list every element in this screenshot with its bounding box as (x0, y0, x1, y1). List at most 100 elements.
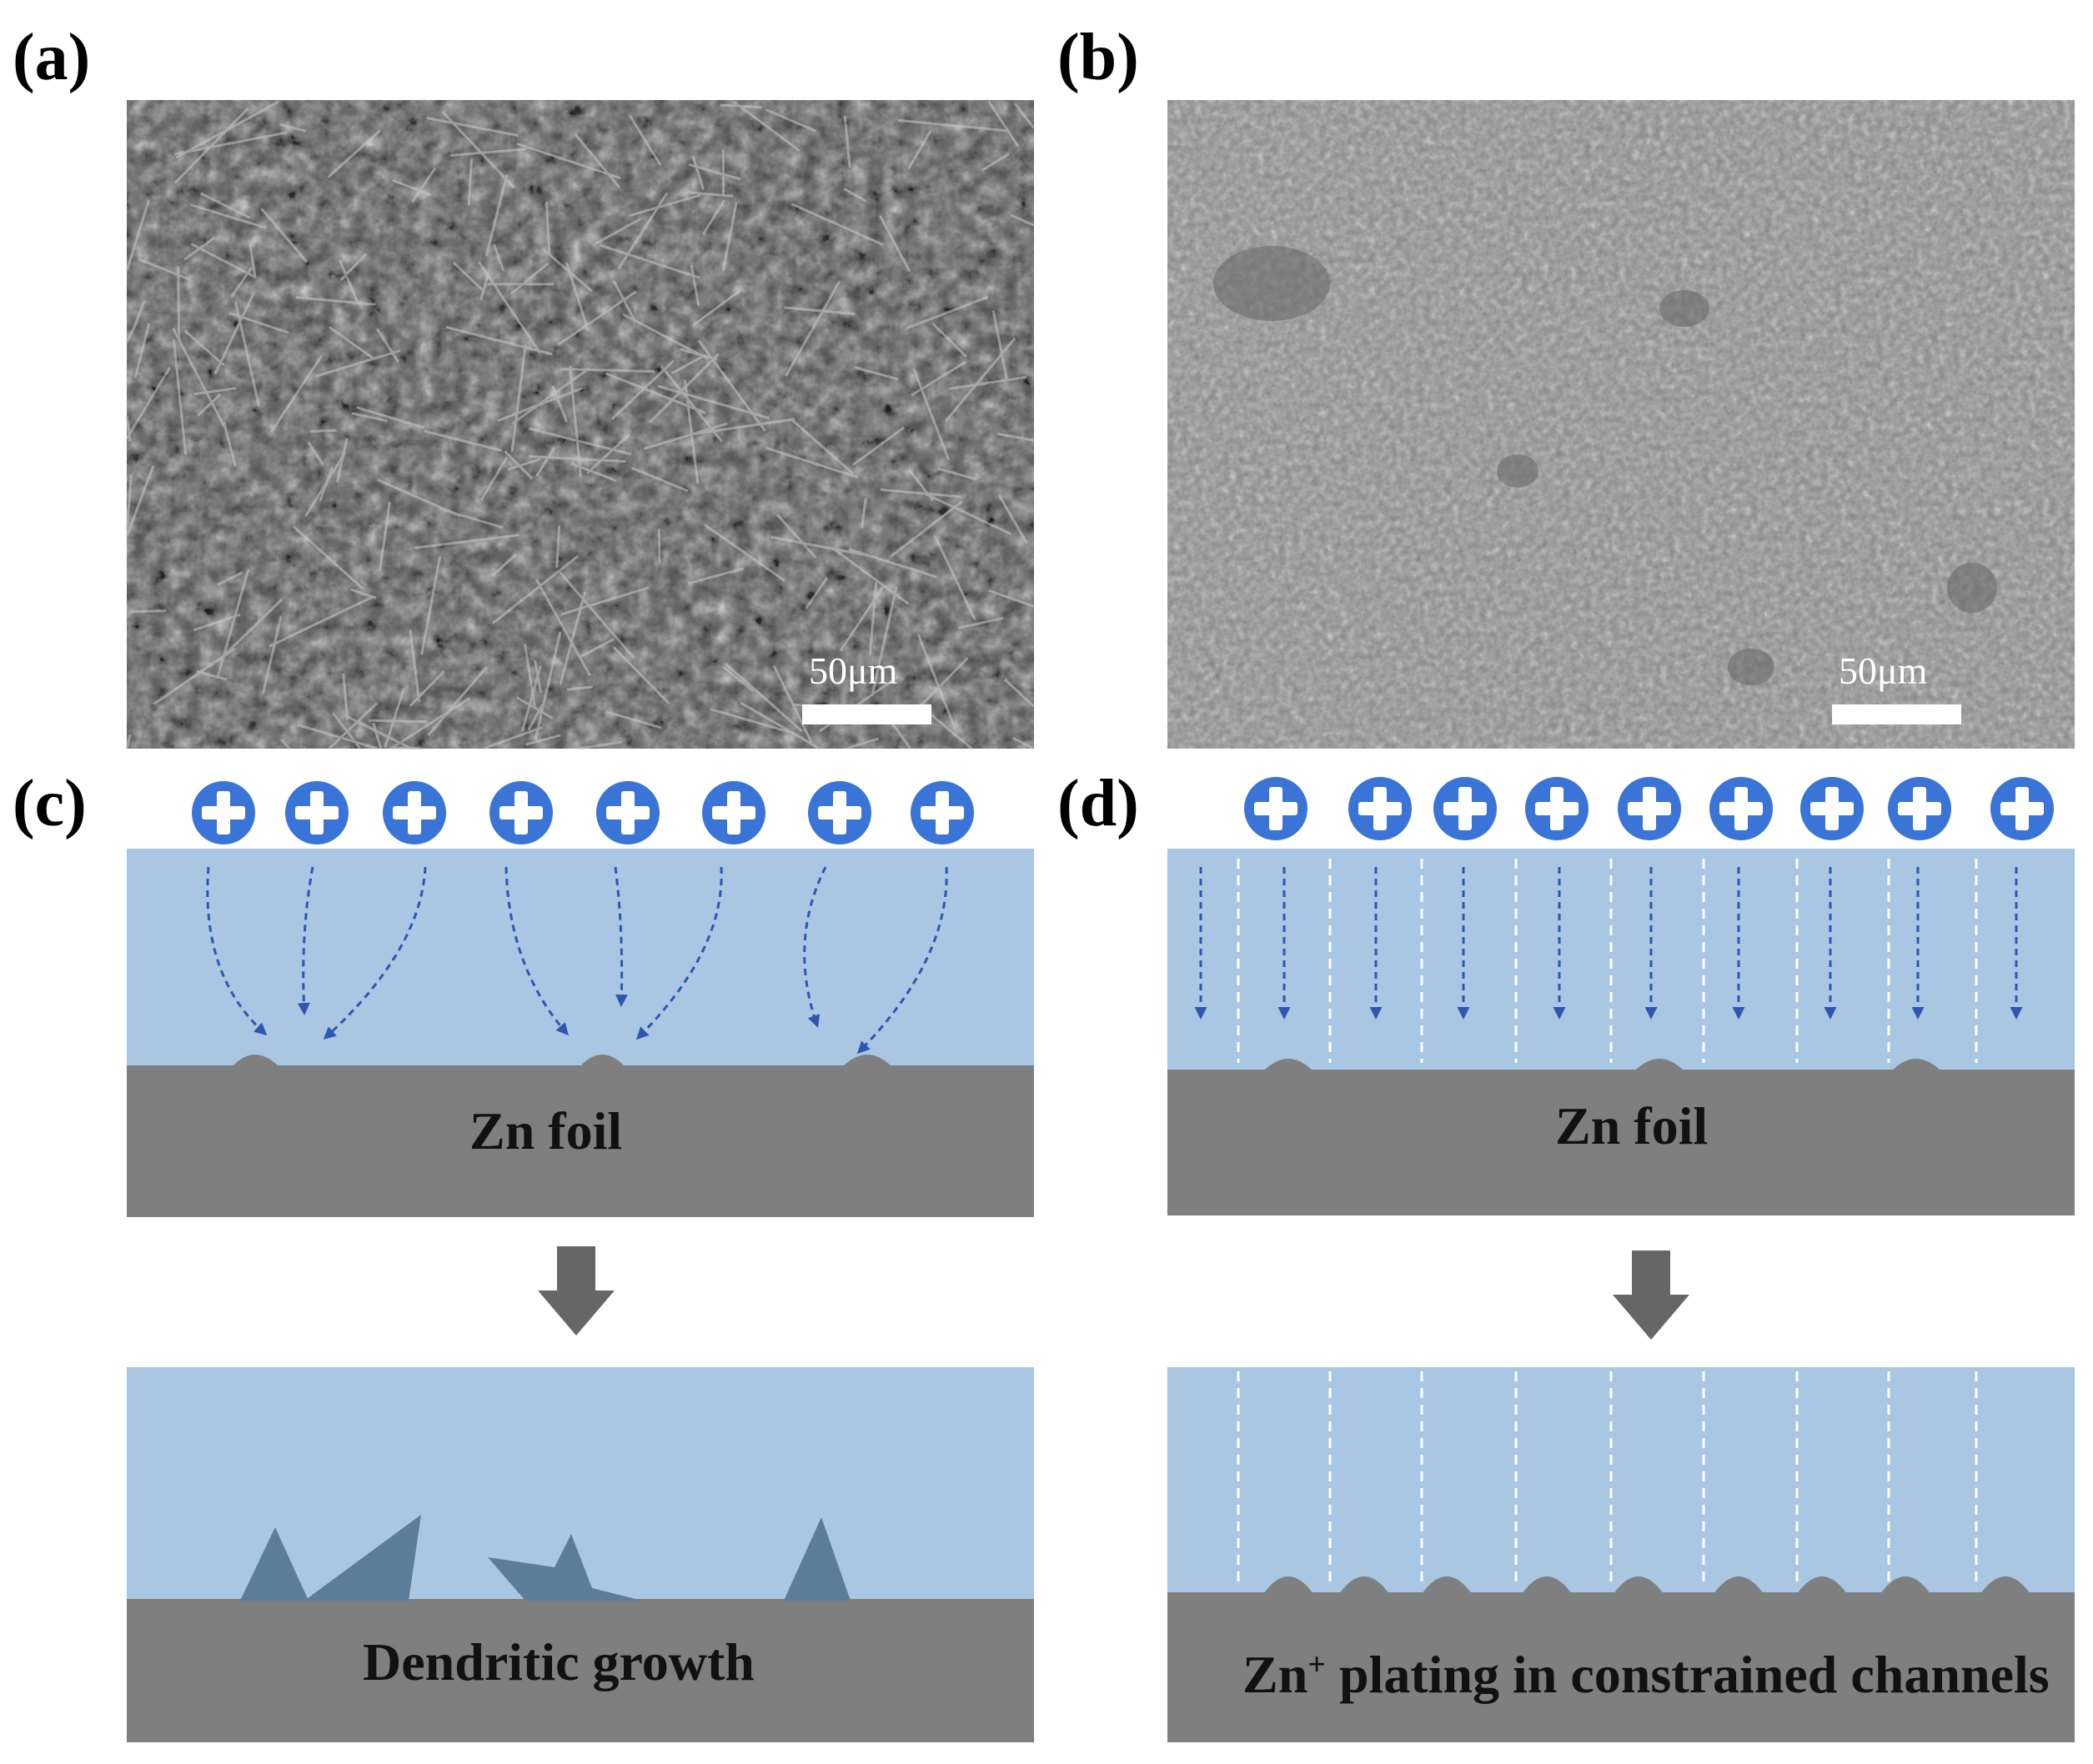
fiber (420, 556, 442, 655)
deposit (1263, 1576, 1313, 1594)
fiber (784, 306, 856, 316)
fiber (525, 734, 561, 746)
fiber (704, 524, 786, 582)
plus-circle-icon (702, 781, 765, 844)
fiber (988, 589, 1035, 608)
fiber (566, 685, 593, 691)
fiber (649, 353, 720, 423)
fiber (690, 264, 700, 306)
fiber (452, 261, 484, 292)
fiber (890, 500, 963, 559)
fiber (911, 360, 966, 397)
fiber (683, 379, 700, 484)
fiber (657, 529, 661, 563)
fiber (233, 301, 261, 408)
plus-circle-icon (1990, 777, 2054, 840)
fiber (897, 118, 1009, 133)
fiber (280, 738, 290, 749)
fiber (328, 326, 376, 361)
fiber (599, 243, 700, 279)
fiber (467, 158, 474, 206)
fiber (269, 596, 373, 648)
fiber (196, 670, 228, 681)
fiber (125, 415, 132, 442)
fiber (409, 629, 421, 702)
fiber (190, 243, 256, 278)
deposit (1980, 1576, 2030, 1594)
fiber (125, 474, 133, 530)
channels-d-top (1237, 859, 1978, 1063)
fiber (527, 701, 545, 731)
fiber (172, 338, 188, 455)
deposit (1339, 1576, 1389, 1594)
fiber (174, 131, 287, 156)
fiber (411, 167, 437, 203)
plating-label-rest: plating in constrained channels (1326, 1645, 2050, 1704)
plus-circle-icon (1348, 777, 1412, 840)
fiber (790, 418, 855, 475)
sem-image-b: 50μm (1167, 100, 2075, 749)
fiber (1010, 213, 1035, 227)
fiber (133, 323, 151, 378)
label-c: (c) (13, 767, 87, 840)
fiber (173, 107, 249, 184)
fiber (484, 174, 509, 257)
fiber (785, 280, 841, 377)
fiber (504, 450, 534, 480)
zn-foil-d-top (1167, 1070, 2075, 1215)
fiber (344, 714, 413, 750)
fiber (248, 244, 257, 278)
sem-b-spots (1213, 246, 1997, 685)
fiber (688, 567, 744, 585)
fiber (629, 114, 662, 166)
fiber (542, 248, 593, 293)
fiber (843, 188, 867, 203)
fiber (933, 535, 976, 620)
fiber (516, 142, 621, 180)
plating-label-zn: Zn (1242, 1645, 1307, 1704)
fiber (557, 569, 635, 659)
zn-foil-c-top (127, 1065, 1034, 1217)
fiber (574, 133, 621, 188)
nuclei-d (1263, 1059, 1941, 1071)
fiber (356, 406, 425, 429)
fiber (445, 325, 553, 356)
fiber (338, 259, 360, 305)
label-d: (d) (1057, 767, 1139, 840)
fiber (515, 695, 554, 719)
fiber (369, 719, 427, 724)
fiber (611, 359, 675, 420)
fiber (948, 375, 1027, 390)
dendrite-label: Dendritic growth (363, 1632, 755, 1691)
fiber (125, 465, 155, 537)
plus-circle-icon (1244, 777, 1307, 840)
fiber (507, 458, 541, 471)
fiber (937, 467, 977, 481)
fiber (328, 702, 378, 750)
fiber (335, 438, 349, 483)
fiber (379, 501, 391, 571)
nuclei-c (232, 1055, 892, 1067)
fiber (297, 724, 379, 750)
zn-foil-d-bottom (1167, 1592, 2075, 1742)
fiber (262, 615, 283, 694)
fiber (692, 290, 740, 327)
fiber (493, 244, 505, 272)
fiber (690, 418, 796, 436)
fiber (1012, 736, 1035, 750)
fiber (376, 328, 400, 363)
ion-paths-d (1194, 867, 2023, 1020)
fiber (223, 421, 237, 467)
fiber (125, 199, 150, 272)
fiber (339, 253, 368, 282)
fiber (479, 456, 509, 502)
down-arrow-icon-d (1613, 1250, 1689, 1340)
fiber (569, 365, 582, 478)
fiber (1013, 103, 1036, 129)
plus-circle-icon (1618, 777, 1681, 840)
electrolyte-d-bottom (1167, 1367, 2075, 1592)
fiber (125, 366, 172, 439)
fiber (688, 191, 734, 198)
plus-circle-icon (1888, 777, 1951, 840)
fiber (441, 111, 515, 189)
